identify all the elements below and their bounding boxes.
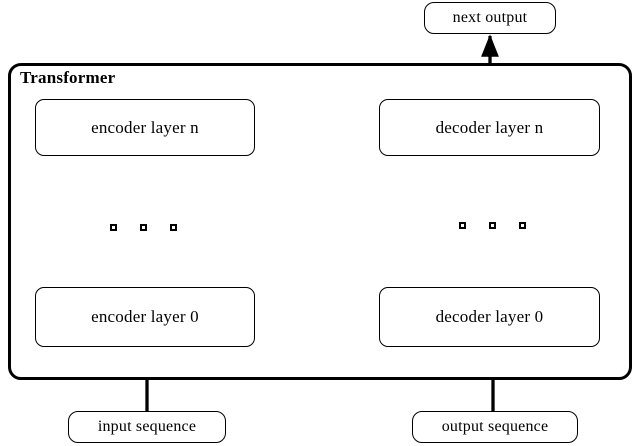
ellipsis-square	[489, 222, 496, 229]
node-decoder-layer-n-label: decoder layer n	[435, 117, 544, 137]
encoder-stack-ellipsis	[110, 224, 177, 231]
ellipsis-square	[170, 224, 177, 231]
node-encoder-layer-n-label: encoder layer n	[91, 117, 199, 137]
node-decoder-layer-n[interactable]: decoder layer n	[379, 99, 600, 156]
ellipsis-square	[110, 224, 117, 231]
node-encoder-layer-n[interactable]: encoder layer n	[35, 99, 255, 156]
ellipsis-square	[519, 222, 526, 229]
node-input-sequence[interactable]: input sequence	[68, 411, 226, 443]
node-next-output[interactable]: next output	[424, 2, 556, 34]
decoder-stack-ellipsis	[459, 222, 526, 229]
ellipsis-square	[459, 222, 466, 229]
node-encoder-layer-0-label: encoder layer 0	[91, 307, 199, 326]
node-output-sequence-label: output sequence	[441, 418, 549, 435]
ellipsis-square	[140, 224, 147, 231]
node-encoder-layer-0[interactable]: encoder layer 0	[35, 287, 255, 347]
node-decoder-layer-0[interactable]: decoder layer 0	[379, 287, 600, 347]
node-decoder-layer-0-label: decoder layer 0	[435, 307, 544, 326]
node-input-sequence-label: input sequence	[97, 418, 197, 435]
transformer-group-label: Transformer	[20, 68, 116, 87]
node-next-output-label: next output	[452, 9, 528, 26]
node-output-sequence[interactable]: output sequence	[412, 411, 578, 443]
